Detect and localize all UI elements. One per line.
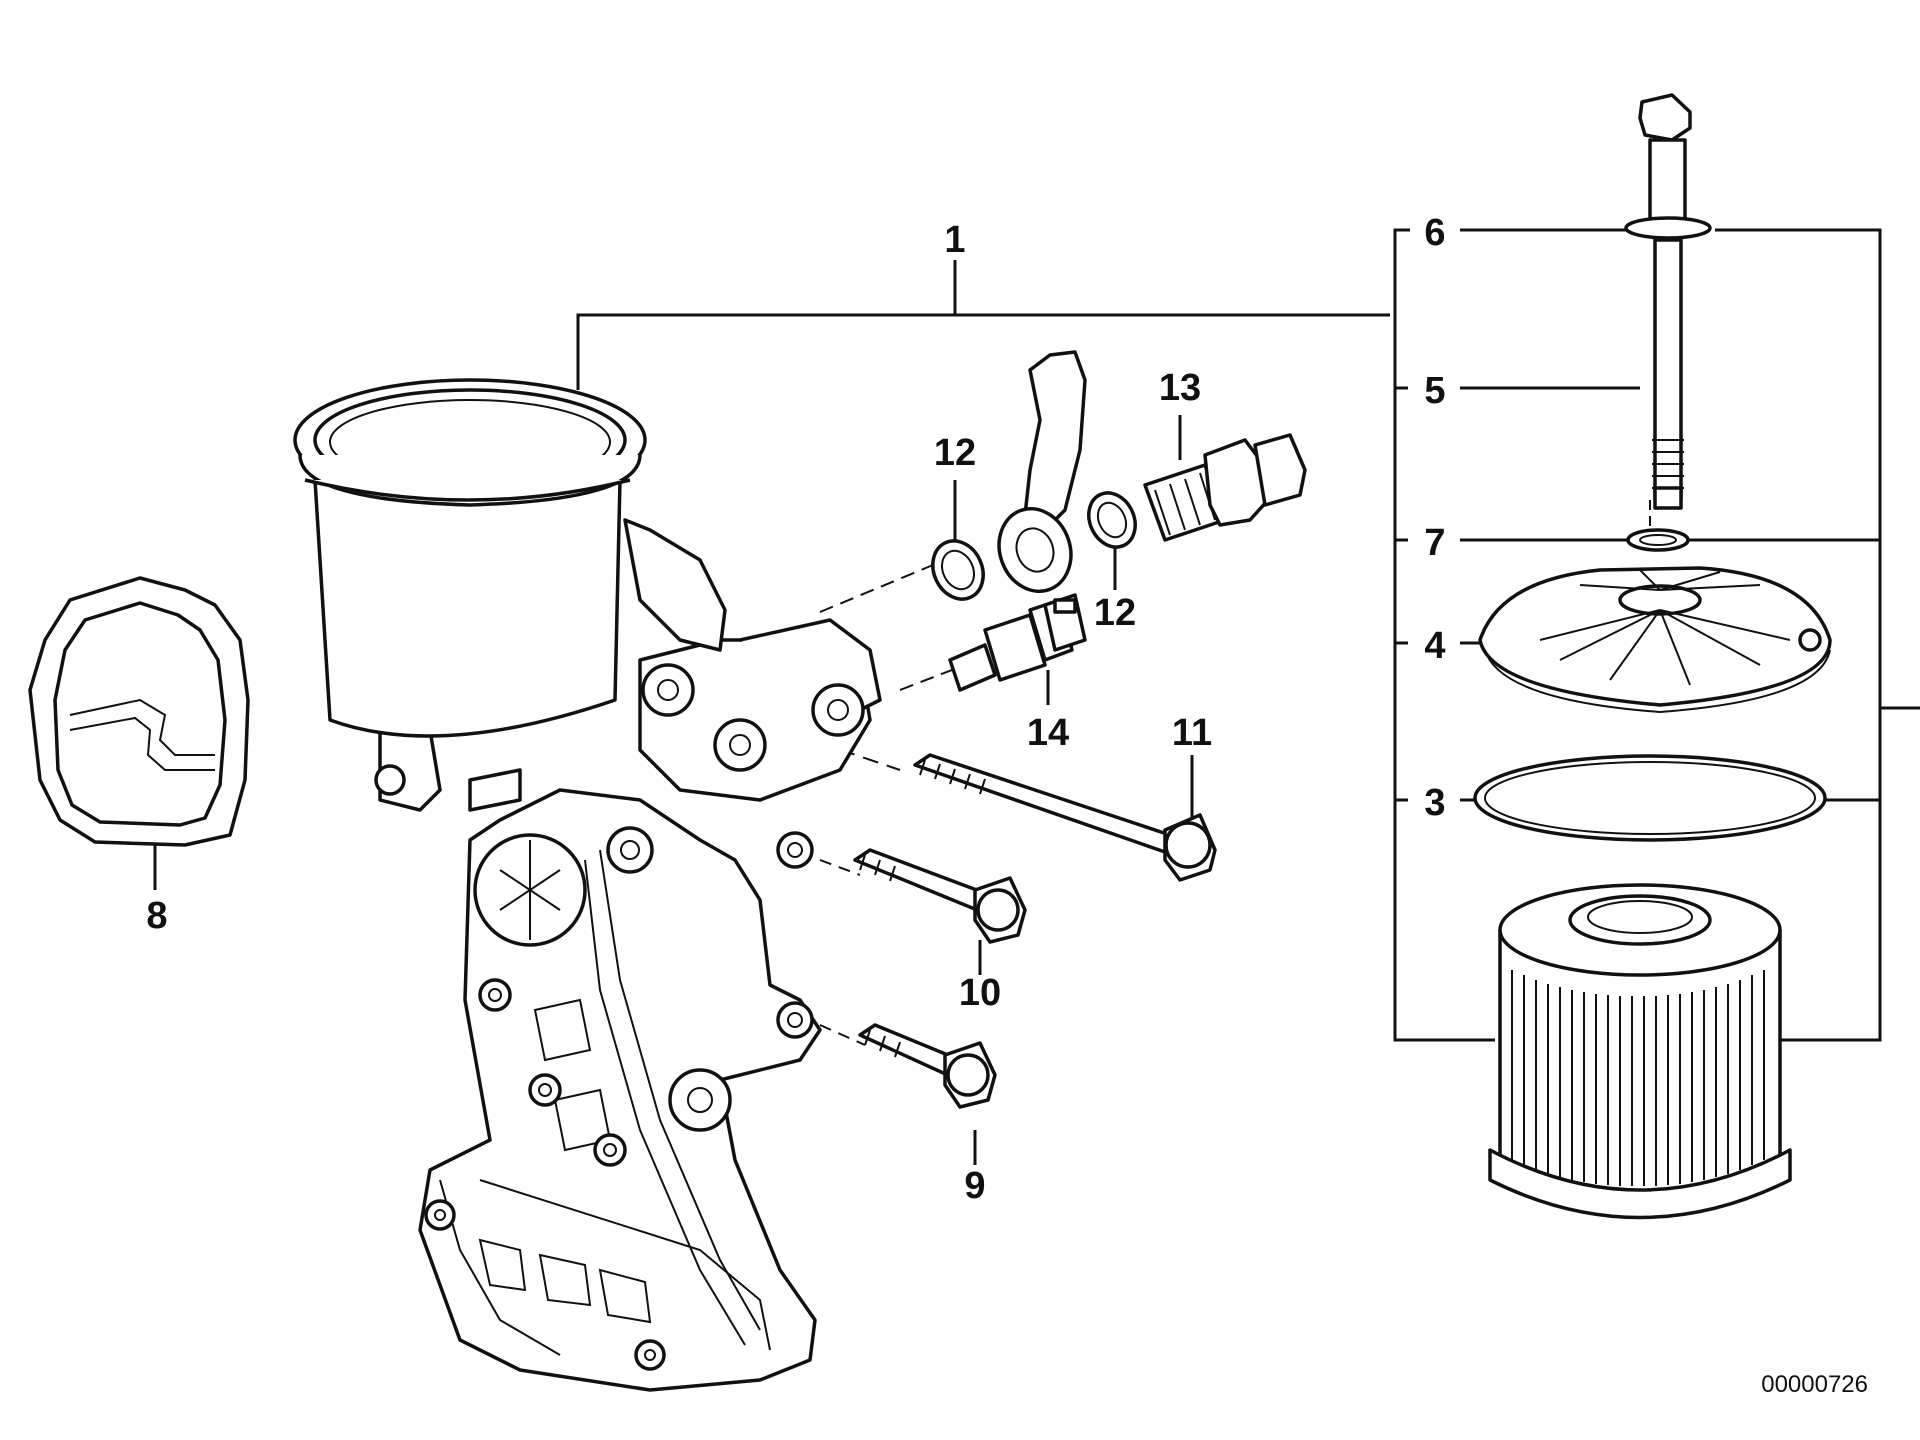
seal-ring-part-3 (1473, 754, 1827, 842)
callout-labels: 1 3 4 5 6 7 8 9 10 11 12 12 13 14 000007… (146, 212, 1868, 1398)
filter-cover-part-4 (1478, 566, 1832, 714)
seal-ring-part-12-left (931, 539, 985, 601)
banjo-fitting (997, 350, 1087, 593)
long-bolt-part-11 (913, 753, 1217, 882)
filter-element (1488, 883, 1792, 1220)
seal-ring-part-12-right (1087, 491, 1137, 549)
oil-pressure-switch-part-14 (948, 593, 1087, 692)
washer-part-6 (1624, 216, 1712, 240)
callout-12-right: 12 (1094, 592, 1136, 634)
callout-14: 14 (1027, 712, 1069, 754)
filter-housing-part-1 (374, 518, 882, 1392)
leader-lines (153, 228, 1920, 1165)
callout-6: 6 (1424, 212, 1445, 254)
callout-3: 3 (1424, 782, 1445, 824)
filter-canister-part-1 (293, 378, 647, 738)
callout-1: 1 (944, 219, 965, 261)
callout-8: 8 (146, 895, 167, 937)
hollow-bolt-part-13 (1143, 433, 1307, 542)
center-bolt-part-5 (1638, 93, 1692, 510)
callout-4: 4 (1424, 625, 1445, 667)
bolt-part-9 (858, 1023, 997, 1109)
o-ring-part-7 (1626, 528, 1690, 552)
callout-12-left: 12 (934, 432, 976, 474)
callout-13: 13 (1159, 367, 1201, 409)
callout-7: 7 (1424, 522, 1445, 564)
gasket-part-8 (28, 576, 250, 847)
diagram-id: 00000726 (1761, 1371, 1868, 1398)
callout-5: 5 (1424, 370, 1445, 412)
bolt-part-10 (853, 848, 1027, 944)
callout-9: 9 (964, 1165, 985, 1207)
callout-10: 10 (959, 972, 1001, 1014)
callout-11: 11 (1172, 712, 1212, 754)
